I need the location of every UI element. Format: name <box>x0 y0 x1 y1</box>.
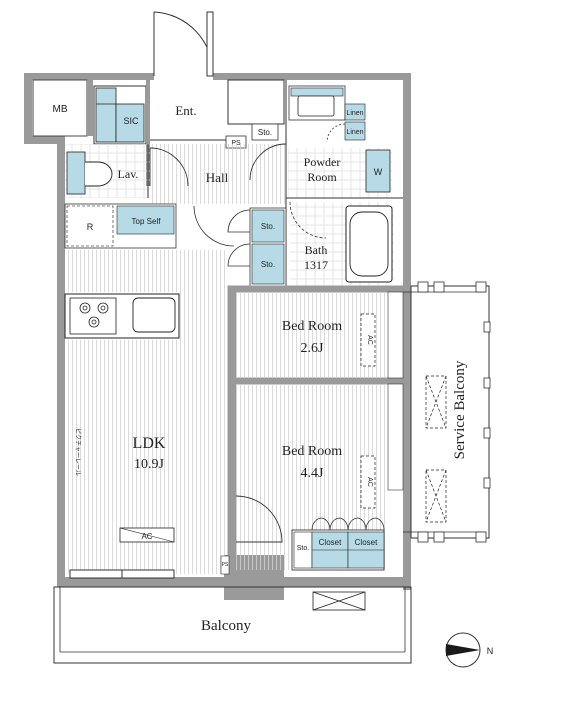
linen-2-label: Linen <box>346 129 363 136</box>
sic-label: SIC <box>123 116 139 126</box>
bath-label: Bath <box>305 243 328 257</box>
kitchen-top: R Top Self <box>64 203 177 249</box>
bed-room-2-label: Bed Room <box>282 444 342 459</box>
powder-room-label-2: Room <box>307 170 337 184</box>
mb-room: MB <box>32 79 88 137</box>
kitchen-counter <box>64 293 180 339</box>
bed-room-2-ac-label: AC <box>366 477 373 487</box>
service-balcony-label: Service Balcony <box>452 360 468 459</box>
bed-room-1-size-label: 2.6J <box>301 341 325 356</box>
compass: N <box>445 632 494 668</box>
w-label: W <box>374 167 383 177</box>
curtain-rail-label: ピクチャーレール <box>74 428 81 476</box>
linen-1-label: Linen <box>346 110 363 117</box>
closet-2-label: Closet <box>355 538 378 547</box>
bath-size-label: 1317 <box>304 258 328 272</box>
r-label: R <box>87 222 94 232</box>
bed-room-1-ac-label: AC <box>366 335 373 345</box>
ps-bottom-label: PS <box>222 562 229 568</box>
mb-label: MB <box>53 104 68 115</box>
closet-1-label: Closet <box>319 538 342 547</box>
ps-label: PS <box>231 140 241 147</box>
ldk-ac-label: AC <box>141 532 152 541</box>
ldk-label: LDK <box>133 435 166 452</box>
hall-label: Hall <box>206 170 229 185</box>
hall-storage: Sto. Sto. <box>193 205 287 287</box>
bath-room: Bath 1317 <box>289 201 394 286</box>
lav-label: Lav. <box>118 167 139 181</box>
ldk-size-label: 10.9J <box>134 457 165 472</box>
hall-floor <box>150 144 286 204</box>
sto-hall-label: Sto. <box>258 128 272 137</box>
ldk-room: LDK 10.9J ピクチャーレール AC <box>65 250 228 579</box>
entrance-door <box>153 11 214 77</box>
powder-room: Linen Linen W Powder Room <box>288 85 392 198</box>
bed-room-1-label: Bed Room <box>282 319 342 334</box>
compass-north-icon: N <box>487 646 494 656</box>
service-balcony: Service Balcony <box>403 281 491 543</box>
balcony: Balcony <box>53 586 412 664</box>
bed-room-2-size-label: 4.4J <box>301 466 325 481</box>
top-shelf-label: Top Self <box>132 217 162 226</box>
balcony-label: Balcony <box>201 618 251 634</box>
bed-room-1: Bed Room 2.6J AC <box>236 291 404 379</box>
ent-label: Ent. <box>175 103 196 118</box>
sto-bed-label: Sto. <box>297 545 310 552</box>
sto-2-label: Sto. <box>261 260 275 269</box>
ldk-ac-unit: AC <box>119 527 175 543</box>
sic-closet: SIC <box>93 85 147 145</box>
bed-closets: Sto. Closet Closet PS <box>220 517 385 575</box>
lav-room: Lav. <box>65 144 150 198</box>
powder-room-label-1: Powder <box>304 155 341 169</box>
outer-walls <box>24 73 411 600</box>
sto-1-label: Sto. <box>261 222 275 231</box>
